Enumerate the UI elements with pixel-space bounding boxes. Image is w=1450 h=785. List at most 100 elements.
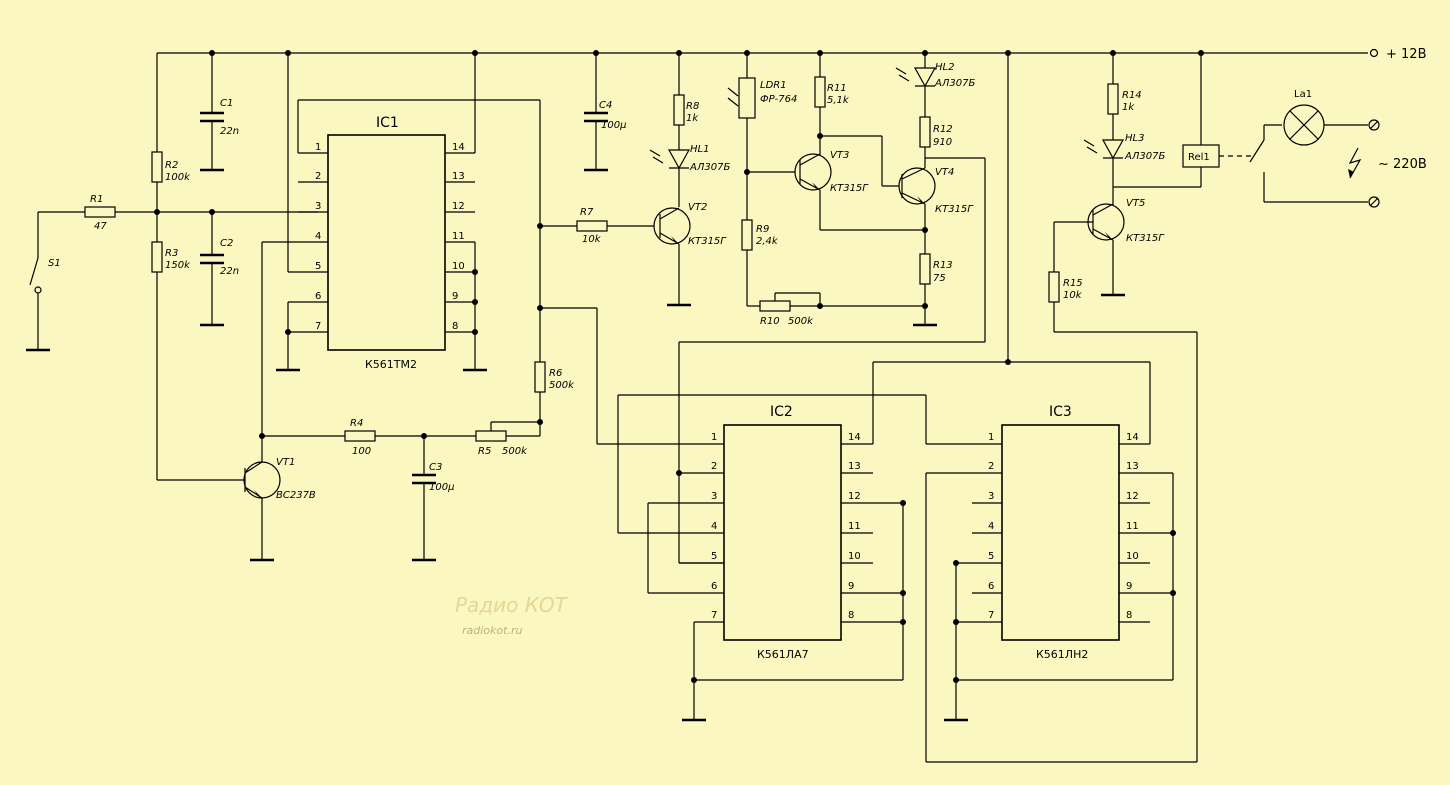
svg-text:IC2: IC2 [770, 404, 793, 420]
svg-text:500k: 500k [549, 380, 575, 391]
svg-text:BC237B: BC237B [276, 490, 316, 501]
svg-text:КТ315Г: КТ315Г [830, 183, 869, 194]
ic3: IC3 К561ЛН2 1 2 3 4 5 6 7 14 13 12 11 10… [944, 53, 1174, 722]
svg-text:HL3: HL3 [1125, 133, 1144, 144]
svg-text:8: 8 [1126, 610, 1132, 621]
svg-text:VT4: VT4 [935, 167, 954, 178]
svg-text:9: 9 [848, 581, 854, 592]
svg-text:10k: 10k [1063, 290, 1083, 301]
svg-text:7: 7 [988, 610, 994, 621]
svg-text:4: 4 [315, 231, 321, 242]
switch-stage: HL2 АЛ307Б R12 910 VT4 КТ315Г R13 75 [678, 53, 986, 564]
svg-text:14: 14 [848, 432, 861, 443]
svg-text:ФР-764: ФР-764 [760, 94, 797, 105]
svg-text:100: 100 [352, 446, 371, 457]
svg-text:150k: 150k [165, 260, 191, 271]
svg-text:К561ЛН2: К561ЛН2 [1036, 648, 1088, 661]
svg-text:C2: C2 [220, 238, 233, 249]
svg-text:КТ315Г: КТ315Г [935, 204, 974, 215]
svg-text:14: 14 [1126, 432, 1139, 443]
svg-text:R2: R2 [165, 160, 178, 171]
svg-text:R6: R6 [549, 368, 562, 379]
svg-text:8: 8 [452, 321, 458, 332]
HL2-diode [913, 67, 937, 88]
light-sensor-stage: LDR1 ФР-764 R9 2,4k R10 500k R11 5,1k VT… [727, 53, 925, 327]
R10-body [759, 300, 791, 312]
svg-text:4: 4 [988, 521, 994, 532]
svg-text:100k: 100k [165, 172, 191, 183]
watermark: Радио КОТ radiokot.ru [455, 593, 569, 637]
relay-stage: R14 1k HL3 АЛ307Б VT5 КТ315Г R15 10k Rel… [925, 53, 1427, 763]
supply-label: + 12В [1386, 47, 1427, 62]
svg-text:3: 3 [315, 201, 321, 212]
svg-text:R11: R11 [827, 83, 847, 94]
mains-label: ~ 220В [1378, 157, 1427, 172]
svg-text:10k: 10k [582, 234, 602, 245]
svg-text:14: 14 [452, 142, 465, 153]
svg-text:R9: R9 [756, 224, 769, 235]
svg-text:10: 10 [1126, 551, 1139, 562]
svg-text:11: 11 [1126, 521, 1139, 532]
R4-body [344, 430, 376, 442]
svg-text:R10: R10 [760, 316, 780, 327]
svg-text:7: 7 [711, 610, 717, 621]
HL3-diode [1101, 139, 1125, 160]
supply-rail: + 12В [157, 47, 1427, 62]
svg-text:HL2: HL2 [935, 62, 954, 73]
svg-text:4: 4 [711, 521, 717, 532]
svg-text:3: 3 [988, 491, 994, 502]
input-section: R2 100k R3 150k R1 47 S1 C1 22n C2 22n [26, 53, 318, 481]
svg-text:13: 13 [452, 171, 465, 182]
svg-text:R12: R12 [933, 124, 953, 135]
svg-text:75: 75 [933, 273, 946, 284]
C4: C4 100μ [584, 53, 626, 172]
S1-lever [29, 257, 39, 286]
svg-text:1: 1 [711, 432, 717, 443]
svg-text:АЛ307Б: АЛ307Б [689, 162, 730, 173]
svg-text:R3: R3 [165, 248, 178, 259]
svg-text:IC1: IC1 [376, 115, 399, 131]
svg-text:9: 9 [1126, 581, 1132, 592]
svg-text:1k: 1k [686, 113, 699, 124]
R7-body [576, 220, 608, 232]
svg-text:22n: 22n [220, 266, 239, 277]
svg-text:R5: R5 [478, 446, 491, 457]
svg-text:1: 1 [988, 432, 994, 443]
svg-text:R7: R7 [580, 207, 594, 218]
svg-text:12: 12 [848, 491, 861, 502]
VT1-body [243, 461, 281, 499]
timer-section: VT1 BC237B R4 100 C3 100μ R5 500k R6 500… [243, 100, 694, 562]
svg-text:VT5: VT5 [1126, 198, 1145, 209]
R3-body [151, 241, 163, 273]
svg-text:500k: 500k [502, 446, 528, 457]
svg-text:КТ315Г: КТ315Г [688, 236, 727, 247]
svg-text:1: 1 [315, 142, 321, 153]
svg-text:5: 5 [988, 551, 994, 562]
svg-text:5: 5 [315, 261, 321, 272]
LDR1-body [738, 77, 756, 119]
svg-text:АЛ307Б: АЛ307Б [934, 78, 975, 89]
svg-text:12: 12 [1126, 491, 1139, 502]
svg-text:La1: La1 [1294, 89, 1312, 100]
svg-text:АЛ307Б: АЛ307Б [1124, 151, 1165, 162]
svg-text:1k: 1k [1122, 102, 1135, 113]
svg-text:3: 3 [711, 491, 717, 502]
svg-text:8: 8 [848, 610, 854, 621]
svg-text:9: 9 [452, 291, 458, 302]
R5-body [475, 430, 507, 442]
R14-body [1107, 83, 1119, 115]
S1-label: S1 [48, 258, 61, 269]
svg-text:LDR1: LDR1 [760, 80, 787, 91]
svg-text:6: 6 [711, 581, 717, 592]
indicator-stage: R7 10k R8 1k HL1 АЛ307Б VT2 КТ315Г [576, 53, 730, 307]
svg-text:C1: C1 [220, 98, 233, 109]
svg-text:R14: R14 [1122, 90, 1142, 101]
ic1: IC1 К561ТМ2 1 2 3 4 5 6 7 14 13 12 11 10… [262, 53, 540, 372]
svg-text:radiokot.ru: radiokot.ru [462, 624, 522, 637]
svg-text:2: 2 [315, 171, 321, 182]
junctions [154, 50, 1204, 683]
svg-text:10: 10 [452, 261, 465, 272]
svg-text:5: 5 [711, 551, 717, 562]
svg-text:6: 6 [315, 291, 321, 302]
svg-text:Rel1: Rel1 [1188, 152, 1210, 163]
